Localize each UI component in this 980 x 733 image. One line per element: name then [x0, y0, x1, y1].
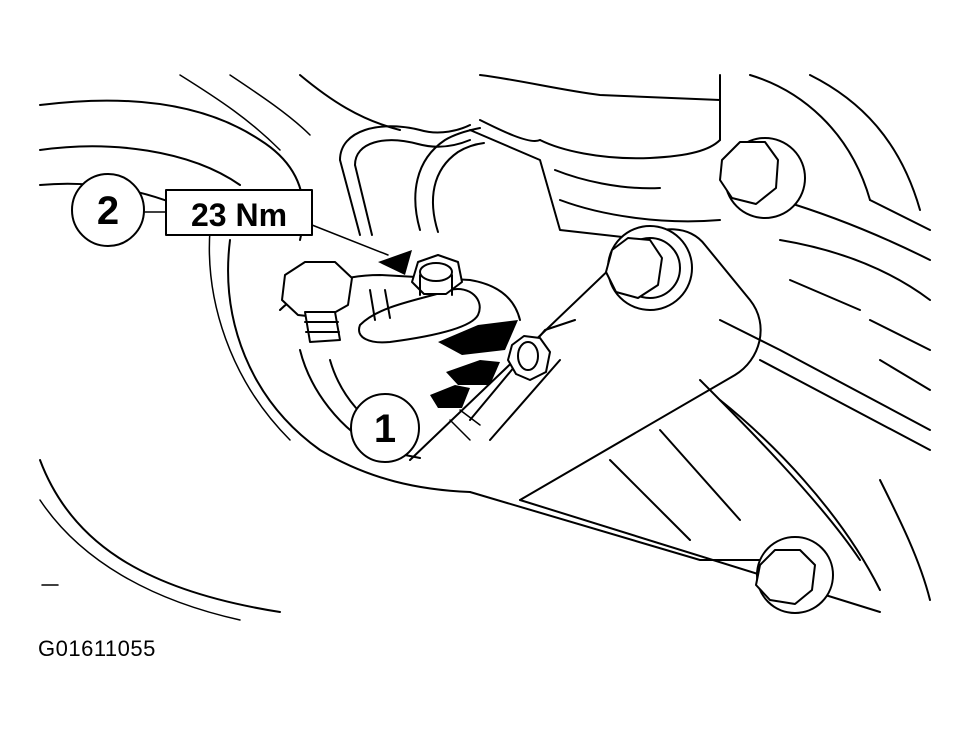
arrow-pointer-bolt — [378, 250, 412, 275]
bracket-bolt-upper — [605, 225, 693, 311]
callout-1-number: 1 — [374, 407, 396, 451]
engine-housing-outline — [39, 74, 471, 621]
callout-1: 1 — [350, 393, 420, 463]
clamp-bolt — [411, 254, 463, 296]
torque-spec-box — [165, 189, 313, 236]
arrow-mark-2 — [446, 360, 500, 385]
small-bolt — [507, 335, 551, 381]
lower-right-bolt — [755, 536, 834, 614]
upper-right-bolt — [719, 137, 806, 219]
tube-clamp — [358, 288, 481, 344]
callout-2: 2 23 Nm — [71, 173, 389, 256]
figure-id-label: G01611055 — [38, 636, 156, 661]
arrow-mark-1 — [438, 320, 518, 355]
torque-spec-value: 23 Nm — [191, 197, 287, 233]
upper-housing — [469, 74, 931, 301]
fuel-tube — [339, 124, 485, 236]
support-bracket — [409, 228, 931, 613]
left-nut — [281, 261, 353, 343]
removal-direction-arrows — [378, 250, 518, 408]
callout-2-number: 2 — [97, 189, 119, 233]
arrow-mark-3 — [430, 385, 470, 408]
